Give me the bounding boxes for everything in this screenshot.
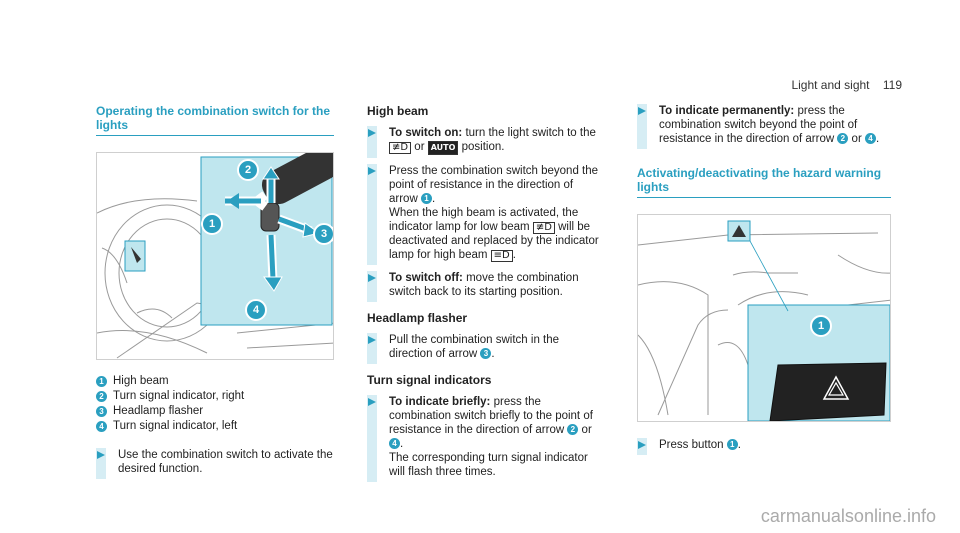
step-arrow-icon [368, 336, 376, 344]
step-arrow-icon [368, 167, 376, 175]
header-title: Light and sight [791, 78, 870, 92]
legend-text: Headlamp flasher [113, 405, 204, 417]
arrow-number: 2 [837, 133, 849, 144]
callout-1: 1 [201, 213, 223, 235]
step-text: Pull the combination switch in the direc… [389, 334, 560, 360]
running-header: Light and sight 119 [791, 78, 902, 92]
arrow-number: 4 [389, 438, 400, 449]
step-text: or [414, 141, 425, 153]
arrow-number: 4 [864, 133, 876, 144]
instruction-step: To switch on: turn the light switch to t… [367, 126, 605, 158]
watermark: carmanualsonline.info [760, 506, 936, 526]
high-beam-icon: ≡D [490, 250, 513, 262]
step-text: position. [461, 141, 505, 153]
instruction-step: Use the combination switch to activate t… [96, 448, 334, 479]
legend-text: Turn signal indicator, right [113, 390, 245, 402]
step-text: or [581, 424, 592, 436]
step-text: The corresponding turn signal indicator … [389, 452, 588, 478]
low-beam-icon: ≢D [532, 222, 555, 234]
arrow-number: 1 [420, 193, 432, 204]
step-arrow-icon [368, 398, 376, 406]
heading-high-beam: High beam [367, 104, 429, 118]
switch-on-label: To switch on: [389, 127, 463, 139]
page-number: 119 [882, 78, 902, 92]
button-number: 1 [726, 439, 738, 450]
step-text: When the high beam is activated, the ind… [389, 207, 579, 233]
callout-3: 3 [313, 223, 333, 245]
step-text: Press the combination switch beyond the … [389, 165, 599, 205]
step-text: will be deactivated and replaced by the … [389, 221, 599, 261]
combination-switch-illustration [97, 153, 333, 359]
low-beam-icon: ≢D [389, 142, 412, 154]
step-arrow-icon [368, 129, 376, 137]
step-text: Press button [659, 439, 724, 451]
step-text: turn the light switch to the [465, 127, 596, 139]
column-right: To indicate permanently: press the combi… [637, 104, 891, 461]
hazard-button-figure: 1 [637, 214, 891, 422]
switch-off-label: To switch off: [389, 272, 463, 284]
legend-text: Turn signal indicator, left [113, 420, 238, 432]
legend-number: 2 [96, 391, 107, 402]
callout-1: 1 [810, 315, 832, 337]
instruction-step: To indicate permanently: press the combi… [637, 104, 891, 149]
combination-switch-figure: 1 2 3 4 [96, 152, 334, 360]
instruction-step: To indicate briefly: press the combinati… [367, 395, 605, 482]
legend-text: High beam [113, 375, 169, 387]
step-text: Use the combination switch to activate t… [118, 449, 333, 475]
heading-headlamp-flasher: Headlamp flasher [367, 311, 468, 325]
step-arrow-icon [638, 441, 646, 449]
auto-light-icon: AUTO [427, 141, 459, 155]
step-arrow-icon [638, 107, 646, 115]
callout-4: 4 [245, 299, 267, 321]
figure-legend: 1 High beam 2 Turn signal indicator, right… [96, 374, 334, 434]
legend-number: 1 [96, 376, 107, 387]
step-text: move the combination switch back to its … [389, 272, 579, 298]
arrow-number: 3 [480, 348, 492, 359]
center-console-illustration [638, 220, 890, 421]
section-title-combination-switch: Operating the combination switch for the… [96, 104, 334, 136]
legend-item: 3 Headlamp flasher [96, 404, 334, 419]
legend-number: 3 [96, 406, 107, 417]
column-middle: High beam To switch on: turn the light s… [367, 104, 605, 488]
section-title-hazard: Activating/deactivating the hazard warni… [637, 166, 891, 198]
legend-number: 4 [96, 421, 107, 432]
column-left: Operating the combination switch for the… [96, 104, 334, 485]
step-text: or [851, 133, 862, 145]
indicate-permanently-label: To indicate permanently: [659, 105, 795, 117]
instruction-step: To switch off: move the combination swit… [367, 271, 605, 302]
instruction-step: Press button 1. [637, 438, 891, 455]
step-arrow-icon [368, 274, 376, 282]
step-arrow-icon [97, 451, 105, 459]
arrow-number: 2 [567, 424, 579, 435]
legend-item: 1 High beam [96, 374, 334, 389]
step-text: press the combination switch briefly to … [389, 396, 593, 436]
instruction-step: Press the combination switch beyond the … [367, 164, 605, 265]
legend-item: 4 Turn signal indicator, left [96, 419, 334, 434]
heading-turn-signal: Turn signal indicators [367, 373, 492, 387]
indicate-briefly-label: To indicate briefly: [389, 396, 491, 408]
legend-item: 2 Turn signal indicator, right [96, 389, 334, 404]
instruction-step: Pull the combination switch in the direc… [367, 333, 605, 364]
callout-2: 2 [237, 159, 259, 181]
step-text: press the combination switch beyond the … [659, 105, 858, 145]
